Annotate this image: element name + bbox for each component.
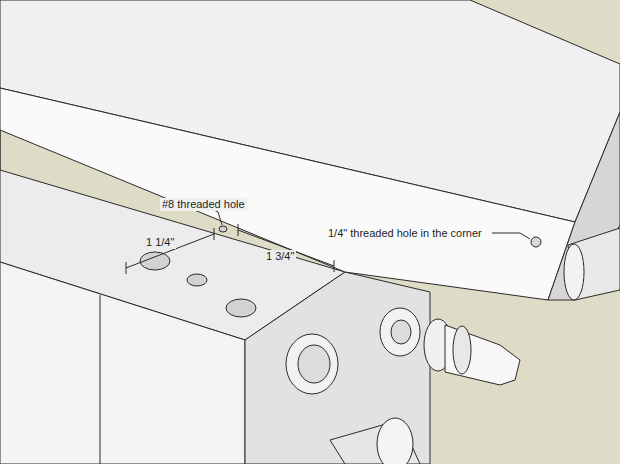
bolt-shank — [453, 326, 471, 374]
leader-line — [212, 209, 222, 225]
bar-end-face — [548, 112, 620, 300]
block-front-face — [0, 262, 245, 464]
bolt-tip — [445, 325, 520, 385]
boss-bore — [391, 320, 411, 344]
boss — [286, 334, 338, 394]
face-edge — [100, 295, 101, 464]
dimension-tick — [334, 260, 335, 272]
dimension-tick — [126, 262, 127, 274]
boss — [380, 308, 420, 356]
dimension-label: 1 3/4" — [264, 250, 296, 263]
threaded-hole — [219, 226, 227, 232]
boss-bore — [298, 345, 330, 383]
dimension-line — [238, 230, 334, 266]
hole-callout: #8 threaded hole — [160, 198, 247, 211]
rod-end — [564, 244, 584, 300]
bar-front-face — [0, 88, 575, 300]
dimension-label: 1 1/4" — [144, 236, 176, 249]
leader-line — [492, 233, 530, 239]
rod-end — [377, 418, 413, 464]
dimension-line — [126, 234, 214, 268]
clearance-hole — [226, 299, 256, 317]
dimension-tick — [214, 228, 215, 240]
threaded-hole — [531, 237, 541, 247]
hole-callout: 1/4" threaded hole in the corner — [326, 227, 484, 240]
clearance-hole — [187, 274, 207, 286]
dimension-tick — [238, 224, 239, 236]
